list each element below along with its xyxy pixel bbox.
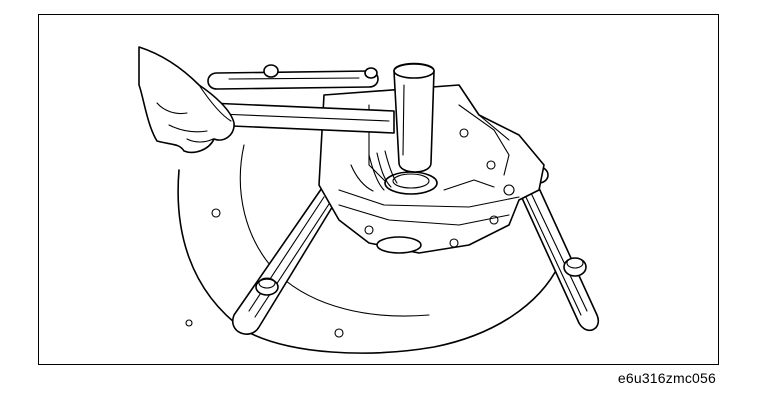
figure-code-label: e6u316zmc056 [617,370,716,386]
hammer-illustration [208,62,435,173]
hand-illustration [138,46,235,154]
holding-fixture-arms-illustration [207,64,600,335]
figure-frame [38,14,719,365]
technical-illustration [138,46,600,354]
